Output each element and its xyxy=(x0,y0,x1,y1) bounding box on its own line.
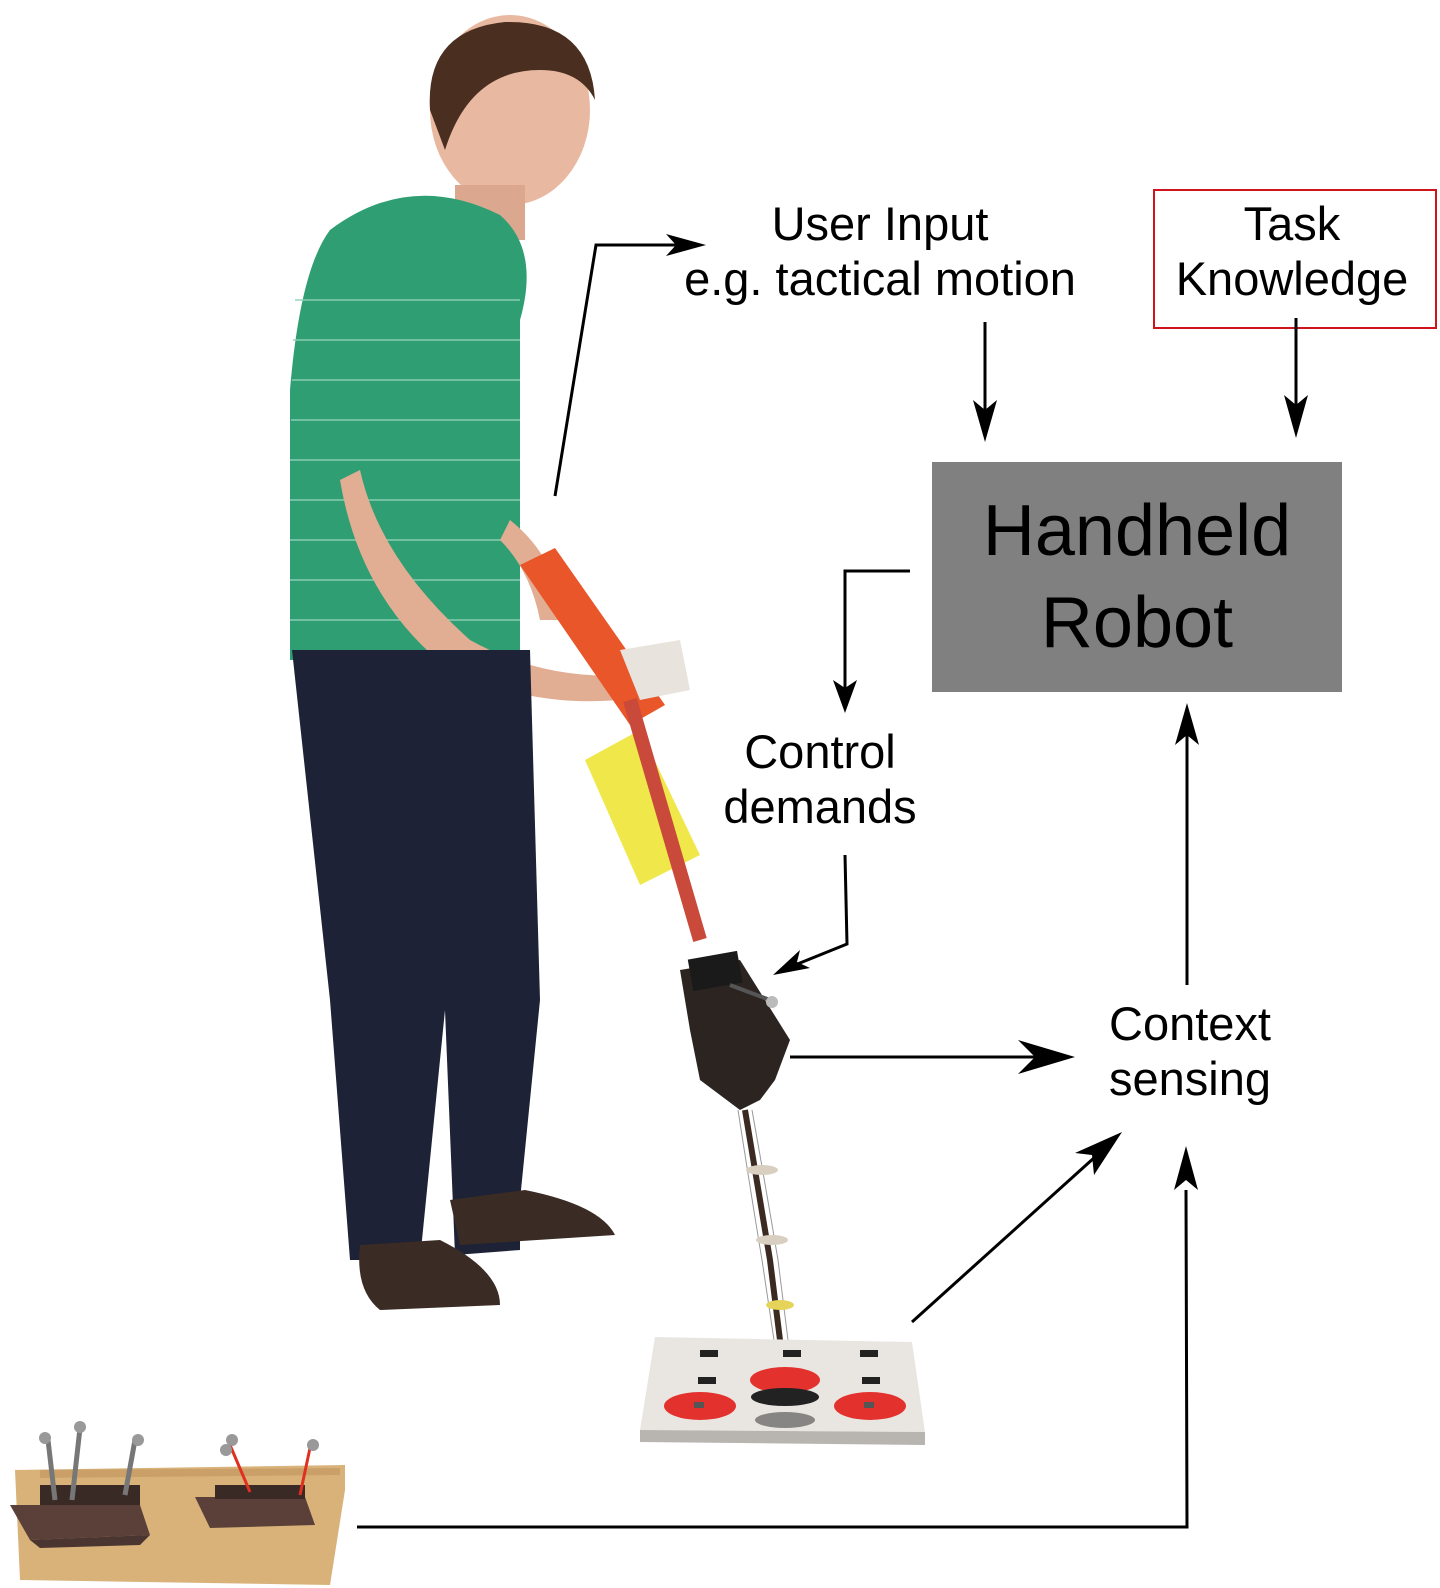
arrow-robot-to-control-demands xyxy=(843,569,910,700)
handheld-robot-device xyxy=(520,548,794,1341)
arrowhead-context-from-tip xyxy=(1018,1040,1075,1074)
handheld-robot-line2: Robot xyxy=(1040,583,1234,663)
arrow-hands-to-user-input xyxy=(553,243,680,497)
task-board xyxy=(640,1337,925,1445)
arrow-pegboard-to-context-sensing xyxy=(357,1189,1189,1529)
control-demands-line1: Control xyxy=(744,725,896,778)
user-input-label: User Input e.g. tactical motion xyxy=(660,196,1100,307)
handheld-robot-box: Handheld Robot xyxy=(932,462,1342,692)
arrowhead-context-from-pegboard xyxy=(1174,1146,1198,1190)
handheld-robot-line1: Handheld xyxy=(982,490,1292,571)
task-knowledge-label: Task Knowledge xyxy=(1152,196,1432,307)
peg-board xyxy=(10,1421,345,1585)
task-knowledge-line1: Task xyxy=(1243,197,1341,250)
person-figure xyxy=(290,15,675,1310)
context-sensing-label: Context sensing xyxy=(1070,996,1310,1107)
user-input-line1: User Input xyxy=(771,197,989,250)
control-demands-line2: demands xyxy=(723,780,917,834)
context-sensing-line1: Context xyxy=(1109,997,1271,1050)
arrowhead-user-input xyxy=(666,234,706,256)
arrowhead-robot-from-user xyxy=(973,400,997,442)
arrow-board-to-context-sensing xyxy=(910,1146,1107,1324)
arrowhead-robot-from-context xyxy=(1175,703,1199,745)
arrowhead-robot-from-task xyxy=(1284,395,1308,438)
arrowhead-context-from-board xyxy=(1075,1132,1122,1175)
task-knowledge-line2: Knowledge xyxy=(1175,252,1409,306)
context-sensing-line2: sensing xyxy=(1109,1052,1271,1106)
arrow-control-demands-to-tip xyxy=(794,854,849,967)
user-input-line2: e.g. tactical motion xyxy=(684,252,1076,306)
arrowhead-tip xyxy=(773,950,810,975)
control-demands-label: Control demands xyxy=(700,724,940,835)
arrowhead-control-demands xyxy=(833,680,857,713)
